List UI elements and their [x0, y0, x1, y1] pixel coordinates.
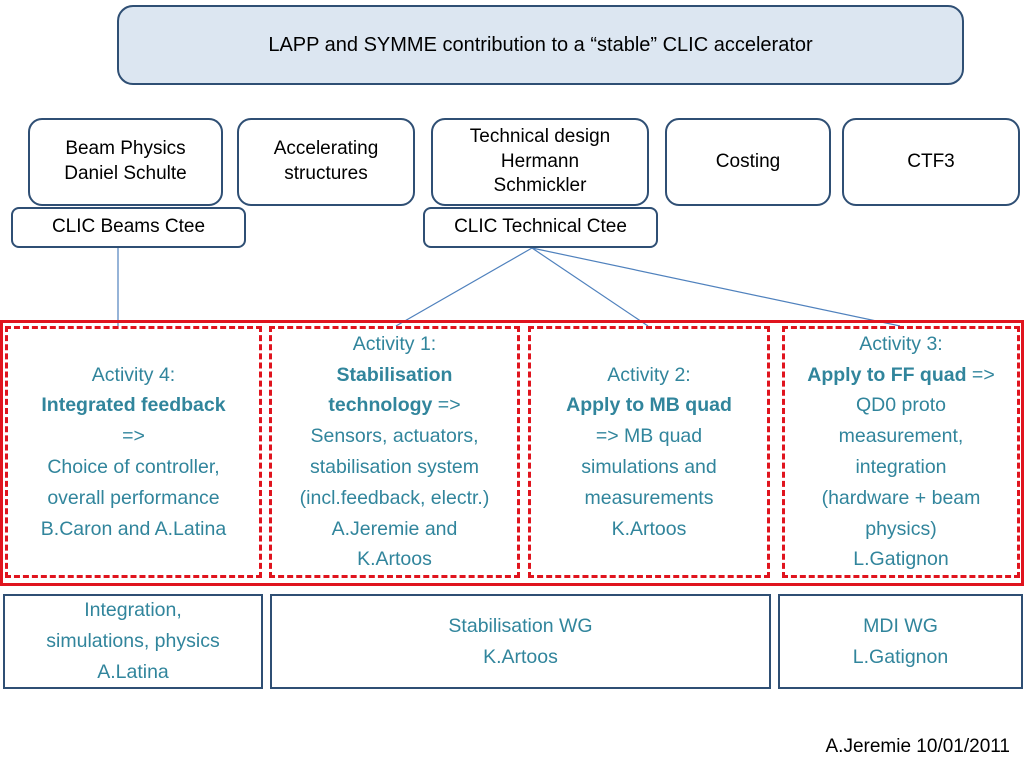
- ctf3-text: CTF3: [907, 150, 955, 172]
- wg-integration-box: Integration, simulations, physics A.Lati…: [3, 594, 263, 689]
- box-beam-physics: Beam Physics Daniel Schulte: [28, 118, 223, 206]
- wg-mdi-line1: MDI WG: [863, 614, 938, 637]
- title-box: LAPP and SYMME contribution to a “stable…: [117, 5, 964, 85]
- activity-1-line5: K.Artoos: [357, 548, 432, 571]
- activity-4-title: Integrated feedback: [41, 394, 226, 417]
- box-clic-beams-ctee: CLIC Beams Ctee: [11, 207, 246, 248]
- activity-1-line3: (incl.feedback, electr.): [299, 486, 490, 509]
- activity-3-line6: L.Gatignon: [853, 548, 949, 571]
- costing-text: Costing: [715, 150, 781, 172]
- activity-3-line5: physics): [865, 517, 937, 540]
- activity-1-title-part1: Stabilisation: [336, 363, 453, 386]
- activity-3-line1: QD0 proto: [856, 394, 946, 417]
- wg-mdi-line2: L.Gatignon: [852, 645, 949, 668]
- activity-2-line1: => MB quad: [595, 425, 703, 448]
- footer-author-date: A.Jeremie 10/01/2011: [825, 736, 1011, 757]
- activity-2-line3: measurements: [584, 486, 714, 509]
- activity-4-line4: B.Caron and A.Latina: [40, 517, 227, 540]
- clic-technical-ctee-text: CLIC Technical Ctee: [454, 216, 627, 238]
- activity-4-label: Activity 4:: [91, 363, 176, 386]
- activity-3-line2: measurement,: [838, 425, 964, 448]
- accelerating-line2: structures: [284, 163, 368, 184]
- activities-frame: [0, 320, 1024, 586]
- connector-technical-to-activity2: [531, 247, 649, 327]
- activity-3-label: Activity 3:: [859, 332, 943, 355]
- connector-technical-to-activity1: [395, 247, 533, 327]
- box-technical-design: Technical design Hermann Schmickler: [431, 118, 649, 206]
- activity-4-box: Activity 4: Integrated feedback => Choic…: [5, 326, 262, 578]
- activity-3-line4: (hardware + beam: [821, 486, 981, 509]
- activity-1-box: Activity 1: Stabilisation technology => …: [269, 326, 520, 578]
- beam-physics-line1: Beam Physics: [65, 138, 186, 160]
- activity-4-line1: =>: [122, 425, 145, 448]
- activity-2-line4: K.Artoos: [611, 517, 687, 540]
- activity-1-title-part2: technology: [328, 394, 433, 417]
- wg-stabilisation-line1: Stabilisation WG: [448, 614, 593, 637]
- box-ctf3: CTF3: [842, 118, 1020, 206]
- activity-1-line2: stabilisation system: [309, 456, 480, 478]
- technical-design-line1: Technical design: [469, 125, 611, 147]
- box-clic-technical-ctee: CLIC Technical Ctee: [423, 207, 658, 248]
- activity-3-box: Activity 3: Apply to FF quad => QD0 prot…: [782, 326, 1020, 578]
- activity-2-line2: simulations and: [581, 456, 717, 478]
- activity-4-line3: overall performance: [47, 486, 220, 509]
- technical-design-line2: Hermann: [500, 150, 580, 172]
- activity-1-line4: A.Jeremie and: [331, 517, 458, 540]
- wg-integration-line3: A.Latina: [97, 660, 169, 683]
- clic-beams-ctee-text: CLIC Beams Ctee: [51, 216, 206, 238]
- accelerating-line1: Accelerating: [273, 138, 379, 160]
- wg-stabilisation-line2: K.Artoos: [483, 645, 558, 668]
- wg-integration-line1: Integration,: [84, 599, 182, 622]
- activity-1-line1: Sensors, actuators,: [310, 425, 479, 448]
- box-accelerating-structures: Accelerating structures: [237, 118, 415, 206]
- wg-mdi-box: MDI WG L.Gatignon: [778, 594, 1023, 689]
- activity-1-label: Activity 1:: [352, 332, 437, 355]
- wg-stabilisation-box: Stabilisation WG K.Artoos: [270, 594, 771, 689]
- connector-technical-to-activity3: [531, 247, 901, 327]
- activity-3-line3: integration: [855, 456, 947, 478]
- activity-2-box: Activity 2: Apply to MB quad => MB quad …: [528, 326, 770, 578]
- activity-3-title: Apply to FF quad: [807, 363, 967, 386]
- technical-design-line3: Schmickler: [493, 175, 587, 197]
- activity-4-line2: Choice of controller,: [47, 456, 220, 478]
- activity-2-title: Apply to MB quad: [566, 394, 732, 417]
- activity-3-arrow: =>: [966, 363, 995, 386]
- title-text: LAPP and SYMME contribution to a “stable…: [268, 34, 813, 56]
- activity-1-arrow: =>: [432, 394, 461, 417]
- box-costing: Costing: [665, 118, 831, 206]
- activity-2-label: Activity 2:: [607, 363, 691, 386]
- beam-physics-line2: Daniel Schulte: [64, 163, 187, 184]
- wg-integration-line2: simulations, physics: [46, 630, 220, 653]
